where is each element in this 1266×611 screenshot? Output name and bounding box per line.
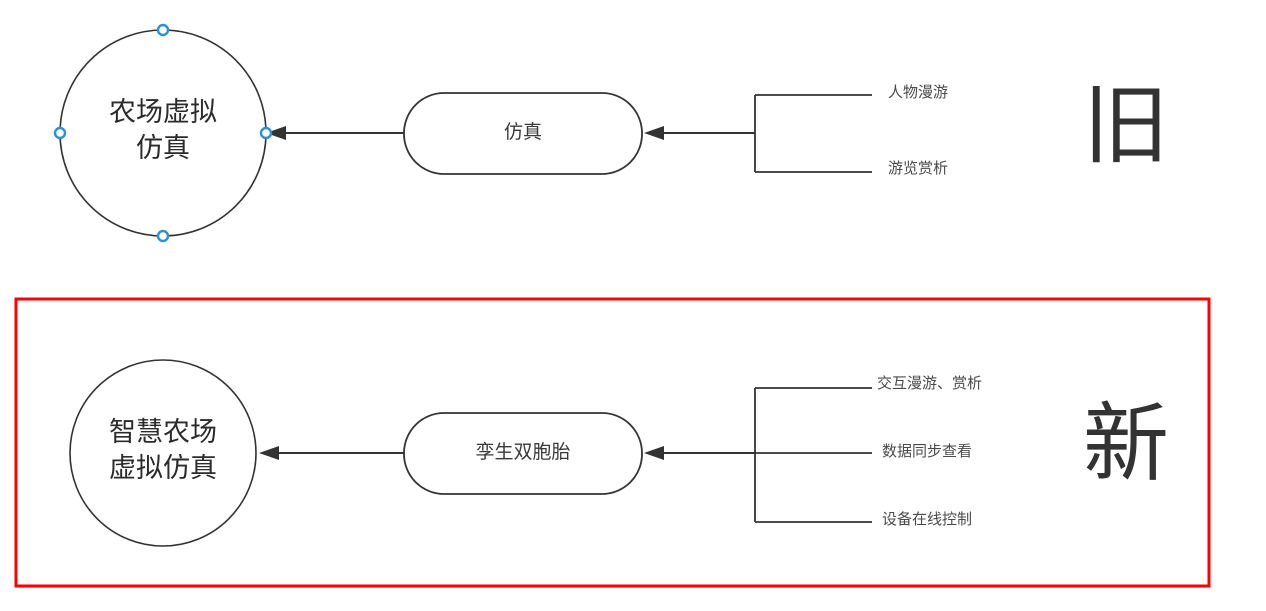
circle-node-new[interactable] [69, 359, 257, 547]
arrow-bracket-to-process-new [644, 446, 755, 460]
section-old [59, 29, 872, 237]
arrow-process-to-circle-old [266, 126, 404, 140]
leaf-label-new-2: 设备在线控制 [882, 511, 973, 528]
section-marker-old: 旧 [1083, 78, 1169, 174]
right-handle[interactable] [259, 126, 273, 140]
highlight-box-new [14, 297, 1211, 588]
leaf-label-new-0: 交互漫游、赏析 [877, 375, 983, 392]
section-new [14, 297, 1211, 588]
bottom-handle[interactable] [156, 229, 170, 243]
bracket-new [754, 387, 872, 523]
selection-handles-old[interactable] [53, 23, 273, 243]
process-node-new[interactable] [403, 412, 643, 495]
process-node-old[interactable] [403, 92, 643, 175]
bracket-old [754, 94, 872, 173]
leaf-label-new-1: 数据同步查看 [882, 443, 973, 460]
section-marker-new: 新 [1083, 396, 1169, 492]
leaf-label-old-1: 游览赏析 [888, 160, 949, 177]
arrow-process-to-circle-new [259, 446, 404, 460]
arrow-bracket-to-process-old [644, 126, 755, 140]
circle-node-old[interactable] [59, 29, 267, 237]
leaf-label-old-0: 人物漫游 [888, 84, 949, 101]
left-handle[interactable] [53, 126, 67, 140]
top-handle[interactable] [156, 23, 170, 37]
